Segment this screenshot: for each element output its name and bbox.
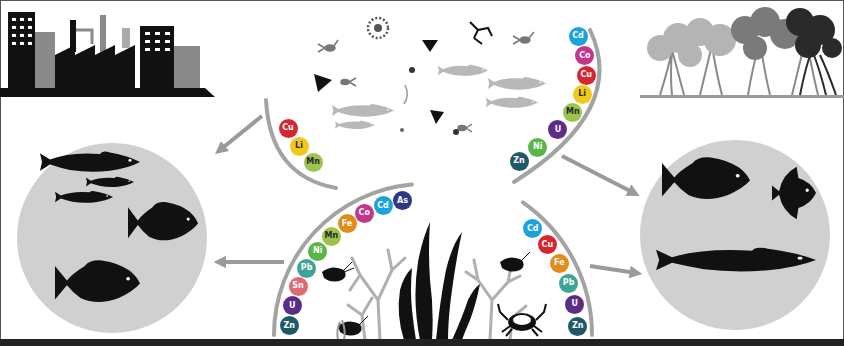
- element-symbol: Mn: [325, 232, 339, 240]
- element-symbol: Pb: [301, 264, 313, 272]
- seabed-illustration: [0, 222, 844, 346]
- element-symbol: Fe: [554, 259, 565, 267]
- element-badge: Li: [290, 137, 309, 156]
- element-badge: Mn: [563, 103, 582, 122]
- crab: [498, 304, 546, 336]
- element-symbol: Ni: [313, 247, 322, 255]
- industry-silhouette: [0, 12, 215, 97]
- element-badge: Cd: [523, 219, 542, 238]
- element-badge: Fe: [550, 254, 569, 273]
- element-badge: Cu: [279, 119, 298, 138]
- element-symbol: Pb: [563, 279, 575, 287]
- element-symbol: Li: [578, 90, 586, 98]
- element-badge: Pb: [297, 259, 316, 278]
- element-badge: Mn: [322, 227, 341, 246]
- element-badge: Cd: [374, 196, 393, 215]
- element-symbol: Sn: [292, 282, 303, 290]
- ground-line: [0, 339, 844, 346]
- element-badge: U: [565, 295, 584, 314]
- element-badge: Sn: [289, 277, 308, 296]
- mangrove-silhouette: [640, 7, 844, 98]
- element-badge: Ni: [528, 138, 547, 157]
- grouping-arc: [266, 30, 600, 335]
- element-badge: Zn: [510, 152, 529, 171]
- element-symbol: Zn: [284, 322, 296, 330]
- element-symbol: Zn: [572, 322, 584, 330]
- element-symbol: Mn: [566, 108, 580, 116]
- element-badge: Cu: [577, 66, 596, 85]
- element-badge: Ni: [308, 242, 327, 261]
- element-badge: Li: [573, 85, 592, 104]
- element-badge: U: [548, 120, 567, 139]
- element-symbol: U: [555, 126, 562, 134]
- element-badge: Zn: [280, 316, 299, 335]
- element-symbol: Zn: [513, 157, 525, 165]
- element-symbol: Cd: [572, 32, 584, 40]
- element-symbol: Cd: [527, 225, 539, 233]
- fish-group-right: [640, 140, 830, 330]
- plankton-illustration: [314, 18, 546, 135]
- element-symbol: Mn: [306, 158, 320, 166]
- element-symbol: Co: [579, 52, 590, 60]
- element-symbol: Cd: [377, 202, 389, 210]
- element-badge: Mn: [304, 153, 323, 172]
- element-badge: Cu: [538, 235, 557, 254]
- element-symbol: Cu: [542, 241, 554, 249]
- element-symbol: Fe: [342, 220, 353, 228]
- element-symbol: U: [572, 300, 579, 308]
- element-symbol: Cu: [282, 124, 294, 132]
- element-symbol: Li: [295, 142, 303, 150]
- fish-group-left: [17, 143, 207, 333]
- element-symbol: Cu: [580, 71, 592, 79]
- element-badge: Pb: [559, 274, 578, 293]
- element-badge: Co: [575, 46, 594, 65]
- element-symbol: U: [289, 302, 296, 310]
- element-symbol: Ni: [533, 143, 542, 151]
- element-badge: Zn: [568, 317, 587, 336]
- element-badge: Fe: [338, 214, 357, 233]
- element-badge: Co: [355, 204, 374, 223]
- element-badge: Cd: [569, 27, 588, 46]
- element-badge: As: [393, 191, 412, 210]
- element-symbol: As: [397, 197, 408, 205]
- element-badge: U: [283, 296, 302, 315]
- element-symbol: Co: [359, 209, 370, 217]
